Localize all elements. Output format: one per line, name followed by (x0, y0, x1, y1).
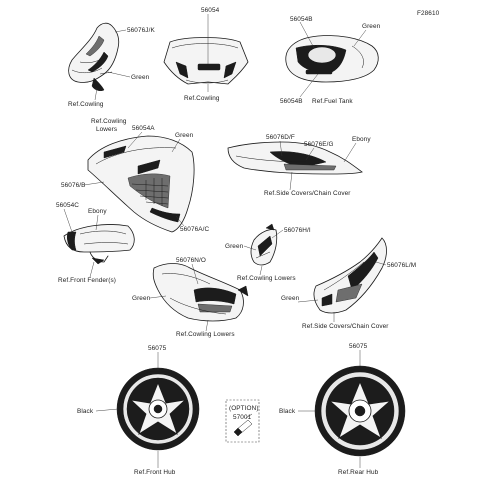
leader-line (114, 29, 127, 33)
front-fender-decal (63, 224, 135, 265)
color-note-black: Black (77, 408, 94, 415)
leader-line (95, 214, 99, 231)
part-number-56076lm: 56076L/M (387, 262, 416, 269)
leader-line (305, 147, 315, 161)
part-number-56076hi: 56076H/I (284, 227, 311, 234)
cowling-lowers-decal (87, 135, 195, 233)
fuel-tank-decal (285, 35, 379, 83)
ref-cowling-lowers: Ref.Cowling Lowers (237, 275, 296, 282)
front-cowl-decal (68, 22, 120, 92)
leader-line (94, 87, 98, 101)
color-note-green: Green (131, 74, 150, 81)
part-number-56076b: 56076/B (61, 182, 86, 189)
lower-fairing-decal (152, 263, 249, 322)
part-number-56075: 56075 (349, 343, 368, 350)
ref-side-covers: Ref.Side Covers/Chain Cover (302, 323, 389, 330)
ref-side-covers: Ref.Side Covers/Chain Cover (264, 190, 351, 197)
color-note-ebony: Ebony (88, 208, 107, 215)
leader-line (149, 295, 167, 299)
ref-cowling-lowers: Ref.Cowling Lowers (176, 331, 235, 338)
rear-side-cover-decal (313, 237, 387, 314)
part-number-56054: 56054 (201, 7, 220, 14)
leader-line (127, 131, 143, 149)
leader-line (175, 215, 185, 227)
ref-cowling-lowers: Ref.Cowling (91, 118, 127, 125)
part-number-56076jk: 56076J/K (127, 27, 155, 34)
color-note-green: Green (175, 132, 194, 139)
color-note-black: Black (279, 408, 296, 415)
leader-line (297, 299, 319, 303)
ref-front-hub: Ref.Front Hub (134, 469, 176, 476)
leader-line (375, 261, 387, 266)
leader-line (63, 208, 73, 233)
leader-line (95, 408, 119, 412)
leader-line (259, 265, 263, 276)
leader-line (271, 229, 284, 239)
ref-cowling: Ref.Cowling (68, 101, 104, 108)
leader-line (343, 142, 357, 163)
color-note-green: Green (132, 295, 151, 302)
leader-line (89, 261, 95, 278)
part-number-57001: 57001 (233, 414, 252, 421)
small-lower-decal (250, 223, 278, 266)
part-number-56076df: 56076D/F (266, 134, 295, 141)
side-cover-decal (227, 141, 363, 175)
front-wheel-decal (116, 367, 200, 451)
leader-line (289, 171, 293, 191)
ref-cowling-lowers: Lowers (96, 126, 117, 133)
ref-rear-hub: Ref.Rear Hub (338, 469, 379, 476)
leader-line (353, 29, 367, 47)
rear-wheel-decal (314, 365, 406, 457)
leader-line (299, 73, 319, 98)
part-number-56054b: 56054B (290, 16, 313, 23)
part-number-56054c: 56054C (56, 202, 79, 209)
leader-line (299, 21, 315, 49)
leader-line (191, 263, 199, 285)
part-number-56076eg: 56076E/G (304, 141, 334, 148)
ref-fuel-tank: Ref.Fuel Tank (312, 98, 353, 105)
color-note-ebony: Ebony (352, 136, 371, 143)
part-number-56076no: 56076N/O (176, 257, 206, 264)
leader-line (243, 245, 257, 251)
windshield-decal (163, 37, 249, 85)
ref-cowling: Ref.Cowling (184, 95, 220, 102)
color-note-green: Green (225, 243, 244, 250)
leader-line (171, 138, 181, 153)
part-number-56075: 56075 (148, 345, 167, 352)
part-number-56076ac: 56076A/C (180, 226, 210, 233)
leader-line (279, 140, 283, 157)
leader-line (83, 181, 105, 186)
option-label: (OPTION) (229, 405, 259, 412)
ref-front-fender: Ref.Front Fender(s) (58, 277, 116, 284)
leader-line (205, 319, 209, 332)
color-note-green: Green (281, 295, 300, 302)
diagram-id: F28610 (417, 10, 440, 17)
option-box (225, 399, 260, 443)
leader-line (107, 71, 131, 78)
part-number-56054a: 56054A (132, 125, 155, 132)
color-note-green: Green (362, 23, 381, 30)
part-number-56054b: 56054B (280, 98, 303, 105)
